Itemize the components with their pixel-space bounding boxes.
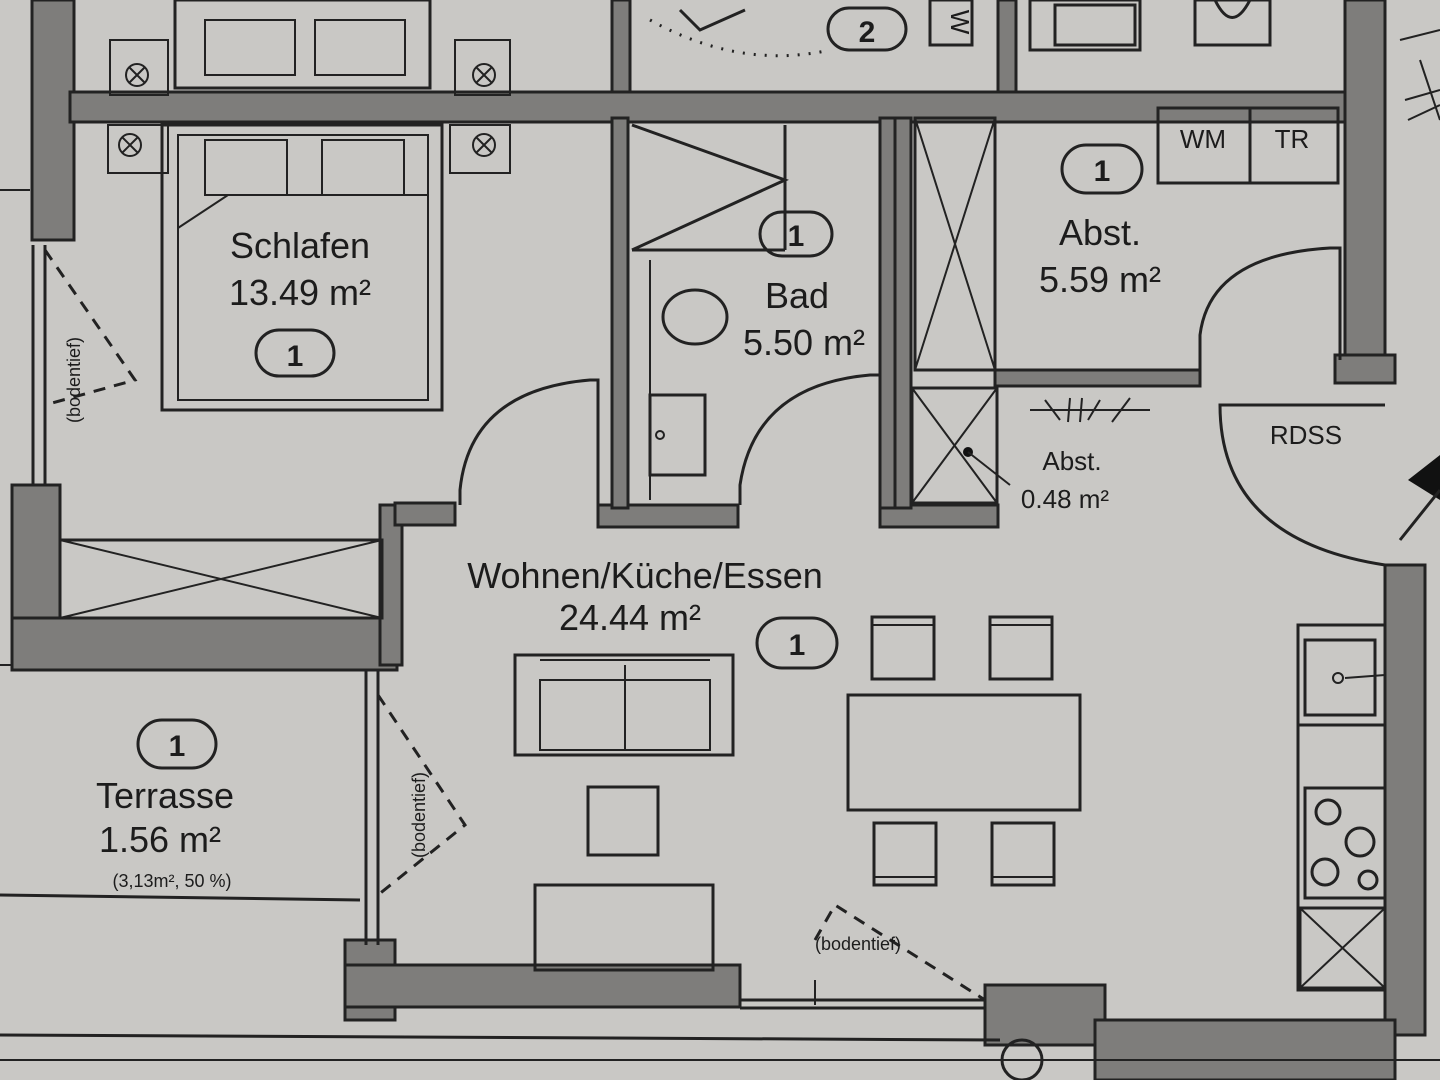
schlafen-marker-number: 1 <box>287 340 304 373</box>
wall-living-top-b <box>596 503 740 529</box>
abst-large-name: Abst. <box>1059 212 1141 253</box>
wall-bath-left <box>610 116 630 510</box>
chair-3 <box>872 821 938 887</box>
wall-right-step <box>1333 353 1397 385</box>
door-bad-right <box>738 373 882 505</box>
abst-small-area: 0.48 m² <box>1021 484 1109 514</box>
top-marker-number: 2 <box>859 16 876 49</box>
room-terrasse: 1 Terrasse 1.56 m² (3,13m², 50 %) (boden… <box>96 670 468 945</box>
chair-2 <box>988 615 1054 681</box>
wall-storage-mid <box>993 368 1202 388</box>
bad-marker <box>758 210 834 258</box>
schlafen-name: Schlafen <box>230 225 370 266</box>
side-table <box>586 785 660 857</box>
window-note-bottom: (bodentief) <box>815 934 901 954</box>
abst-large-marker-number: 1 <box>1094 155 1111 188</box>
terrasse-area: 1.56 m² <box>99 819 221 860</box>
window-note-left: (bodentief) <box>64 337 84 423</box>
abst-large-area: 5.59 m² <box>1039 259 1161 300</box>
wall-right-lower <box>1383 563 1427 1037</box>
terrasse-note: (3,13m², 50 %) <box>112 871 231 891</box>
wall-terrace-top <box>10 616 399 672</box>
chair-1 <box>870 615 936 681</box>
schlafen-marker <box>254 328 336 378</box>
window-note-middle: (bodentief) <box>409 772 429 858</box>
rdss-door: RDSS <box>1218 403 1386 567</box>
appliance-box <box>1156 106 1340 185</box>
room-abst-large: WM TR 1 Abst. 5.59 m² <box>913 106 1342 372</box>
wall-corridor-top <box>68 90 1372 124</box>
wm-label: WM <box>1180 124 1226 154</box>
terrasse-marker <box>136 718 218 770</box>
wall-storage-left <box>893 116 913 510</box>
toilet <box>661 288 729 346</box>
room-bad: 1 Bad 5.50 m² <box>458 123 882 505</box>
sofa <box>513 653 735 757</box>
top-fixture-label: W <box>945 10 975 35</box>
wall-living-left <box>378 503 404 667</box>
wall-living-top-c <box>878 503 1000 529</box>
rdss-label: RDSS <box>1270 420 1342 450</box>
door-bad-left <box>458 378 600 505</box>
wohnen-marker <box>755 616 839 670</box>
terrasse-name: Terrasse <box>96 775 234 816</box>
sink <box>648 393 707 477</box>
wall-right-upper <box>1343 0 1387 362</box>
room-schlafen: Schlafen 13.49 m² 1 (bodentief) <box>31 123 511 620</box>
wall-living-top-a <box>393 501 457 527</box>
wall-top-right <box>996 0 1018 94</box>
wohnen-marker-number: 1 <box>789 629 806 662</box>
bad-marker-number: 1 <box>788 220 805 253</box>
room-abst-small: Abst. 0.48 m² <box>910 386 1150 514</box>
guide-lines <box>0 29 1440 1061</box>
walls <box>10 0 1427 1080</box>
top-bath-fixtures: 2 W <box>649 0 1272 58</box>
wohnen-name: Wohnen/Küche/Essen <box>467 555 823 596</box>
room-wohnen: Wohnen/Küche/Essen 24.44 m² 1 <box>467 555 1387 1080</box>
schlafen-area: 13.49 m² <box>229 272 371 313</box>
wall-top-mid <box>610 0 632 94</box>
abst-small-name: Abst. <box>1042 446 1101 476</box>
kitchen-sink <box>1303 638 1377 717</box>
wall-bottom-right-b <box>1093 1018 1397 1080</box>
dishwasher <box>1298 906 1387 990</box>
wall-bottom-right <box>983 983 1107 1047</box>
abst-large-marker <box>1060 143 1144 195</box>
bed <box>160 123 444 412</box>
tv-bench <box>533 883 715 972</box>
door-abst <box>1198 246 1342 370</box>
terrasse-marker-number: 1 <box>169 730 186 763</box>
dining-table <box>846 693 1082 812</box>
room-marker-top <box>826 6 908 52</box>
wohnen-area: 24.44 m² <box>559 597 701 638</box>
wall-bottom-left <box>343 963 742 1009</box>
top-bed <box>109 0 511 96</box>
closet <box>58 538 384 620</box>
chair-4 <box>990 821 1056 887</box>
wall-left-upper <box>30 0 76 242</box>
stove <box>1303 786 1387 900</box>
bad-name: Bad <box>765 275 829 316</box>
bad-area: 5.50 m² <box>743 322 865 363</box>
tr-label: TR <box>1275 124 1310 154</box>
